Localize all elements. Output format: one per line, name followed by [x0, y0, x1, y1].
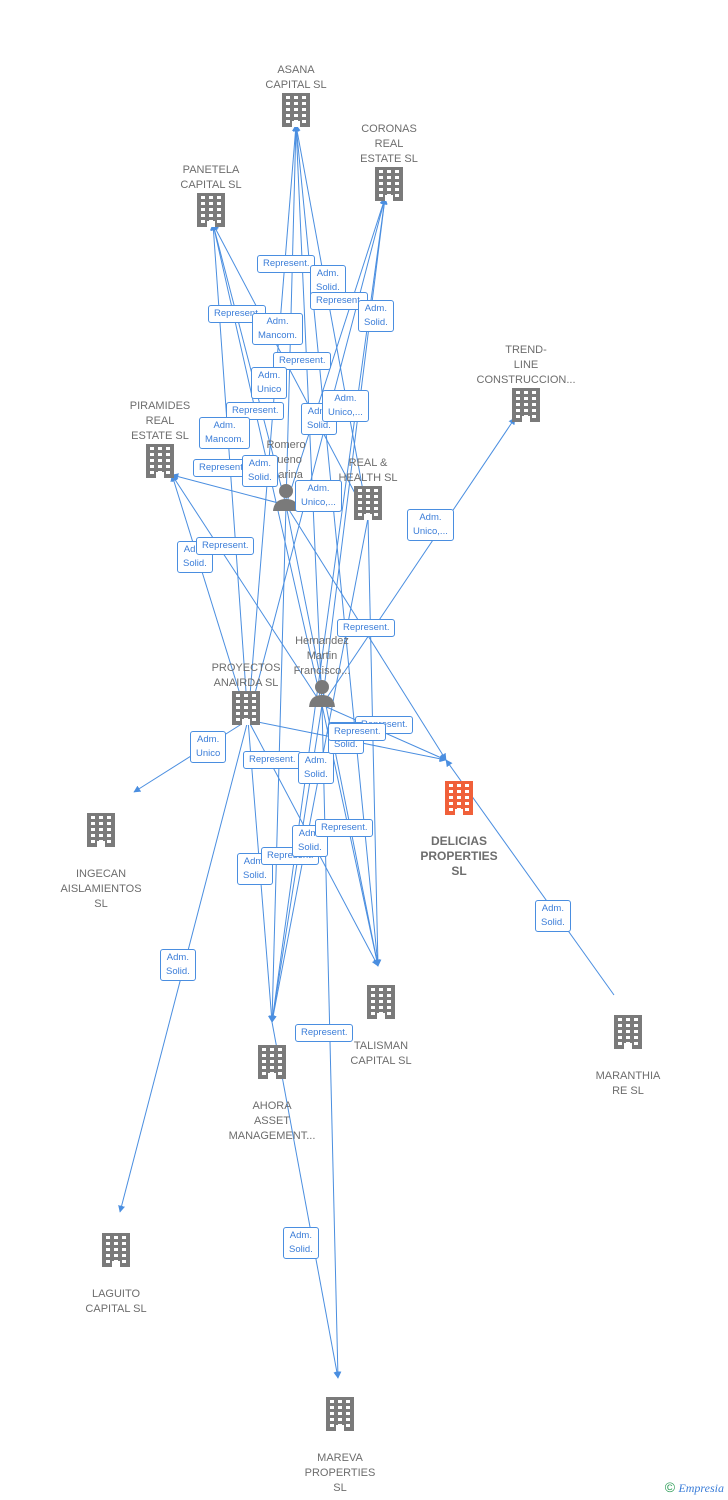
relation-label[interactable]: Represent.: [243, 751, 302, 769]
relation-label[interactable]: Represent.: [257, 255, 316, 273]
company-name: PROYECTOS ANAIRDA SL: [211, 662, 281, 689]
edge-line: [170, 474, 249, 721]
building-icon: [218, 1045, 326, 1084]
relation-label[interactable]: Represent.: [310, 292, 369, 310]
relation-label[interactable]: Represent.: [295, 1024, 354, 1042]
relation-label[interactable]: Adm. Solid.: [242, 455, 278, 487]
person-name: Hernandez Martin Francisco...: [293, 635, 351, 677]
relation-label[interactable]: Adm. Solid.: [310, 265, 346, 297]
company-name: PIRAMIDES REAL ESTATE SL: [129, 400, 191, 442]
building-icon: [582, 1015, 674, 1054]
company-name: DELICIAS PROPERTIES SL: [420, 834, 498, 878]
company-node-realhealth[interactable]: REAL & HEALTH SL: [322, 441, 414, 540]
relation-label[interactable]: Adm. Solid.: [298, 752, 334, 784]
company-node-proyectos[interactable]: PROYECTOS ANAIRDA SL: [200, 646, 292, 745]
building-icon-highlighted: [408, 781, 510, 819]
company-name: ASANA CAPITAL SL: [265, 64, 327, 91]
edge-line: [171, 473, 287, 506]
company-name: PANETELA CAPITAL SL: [180, 164, 242, 191]
relation-label[interactable]: Adm. Solid.: [358, 300, 394, 332]
building-icon: [343, 167, 435, 206]
company-name: TREND- LINE CONSTRUCCION...: [476, 344, 576, 386]
building-icon: [322, 486, 414, 525]
relation-label[interactable]: Adm. Mancom.: [252, 313, 304, 345]
relation-label[interactable]: Represent.: [208, 305, 267, 323]
relation-label[interactable]: Adm. Solid.: [160, 949, 196, 981]
company-node-piramides[interactable]: PIRAMIDES REAL ESTATE SL: [114, 384, 206, 498]
edge-line: [367, 517, 382, 967]
footer-brand[interactable]: © Empresia: [665, 1479, 724, 1496]
relation-label[interactable]: Adm. Unico,...: [407, 509, 454, 541]
person-node-hernandez[interactable]: Hernandez Martin Francisco...: [282, 619, 362, 727]
company-node-coronas[interactable]: CORONAS REAL ESTATE SL: [343, 107, 435, 221]
company-name: LAGUITO CAPITAL SL: [85, 1288, 147, 1315]
relation-label[interactable]: Adm. Mancom.: [199, 417, 251, 449]
company-node-asana[interactable]: ASANA CAPITAL SL: [250, 48, 342, 147]
edge-line: [212, 223, 369, 519]
company-name: INGECAN AISLAMIENTOS SL: [60, 868, 142, 910]
company-node-delicias[interactable]: DELICIAS PROPERTIES SL: [408, 766, 510, 879]
building-icon: [200, 691, 292, 730]
company-name: AHORA ASSET MANAGEMENT...: [228, 1100, 316, 1142]
company-node-maranthia[interactable]: MARANTHIA RE SL: [582, 1000, 674, 1099]
edge-line: [269, 197, 386, 1023]
edge-line: [247, 124, 299, 721]
edge-line: [247, 197, 387, 721]
person-icon: [282, 679, 362, 712]
copyright-symbol: ©: [664, 1479, 676, 1495]
relation-label[interactable]: Represent.: [273, 352, 332, 370]
building-icon: [294, 1397, 386, 1436]
building-icon: [165, 193, 257, 232]
company-name: TALISMAN CAPITAL SL: [350, 1040, 412, 1067]
edge-line: [271, 1021, 341, 1379]
relation-label[interactable]: Represent.: [226, 402, 285, 420]
building-icon: [70, 1233, 162, 1272]
relation-label[interactable]: Adm. Solid.: [535, 900, 571, 932]
company-node-panetela[interactable]: PANETELA CAPITAL SL: [165, 148, 257, 247]
relation-label[interactable]: Represent.: [337, 619, 396, 637]
relation-label[interactable]: Adm. Unico: [251, 367, 288, 399]
building-icon: [335, 985, 427, 1024]
building-icon: [50, 813, 152, 852]
company-node-ingecan[interactable]: INGECAN AISLAMIENTOS SL: [50, 798, 152, 912]
company-name: CORONAS REAL ESTATE SL: [360, 123, 418, 165]
company-name: REAL & HEALTH SL: [338, 457, 398, 484]
company-node-ahora[interactable]: AHORA ASSET MANAGEMENT...: [218, 1030, 326, 1144]
company-node-trend[interactable]: TREND- LINE CONSTRUCCION...: [470, 328, 582, 442]
company-node-mareva[interactable]: MAREVA PROPERTIES SL: [294, 1382, 386, 1496]
edge-line: [321, 197, 388, 706]
relation-label[interactable]: Adm. Unico,...: [295, 480, 342, 512]
building-icon: [114, 444, 206, 483]
relation-label[interactable]: Adm. Solid.: [283, 1227, 319, 1259]
brand-logo: Empresia: [678, 1481, 724, 1495]
edge-line: [321, 417, 516, 706]
relation-label[interactable]: Represent.: [196, 537, 255, 555]
edge-line: [293, 124, 369, 519]
edge-line: [445, 759, 615, 996]
relation-label[interactable]: Represent.: [328, 723, 387, 741]
relation-label[interactable]: Adm. Unico,...: [322, 390, 369, 422]
relation-label[interactable]: Adm. Unico: [190, 731, 227, 763]
edge-line: [171, 474, 323, 706]
company-name: MARANTHIA RE SL: [595, 1070, 661, 1097]
relation-label[interactable]: Represent.: [315, 819, 374, 837]
company-node-laguito[interactable]: LAGUITO CAPITAL SL: [70, 1218, 162, 1317]
company-name: MAREVA PROPERTIES SL: [304, 1452, 376, 1494]
building-icon: [470, 388, 582, 427]
building-icon: [250, 93, 342, 132]
edge-line: [285, 197, 387, 506]
company-node-talisman[interactable]: TALISMAN CAPITAL SL: [335, 970, 427, 1069]
person-icon: [250, 483, 322, 516]
